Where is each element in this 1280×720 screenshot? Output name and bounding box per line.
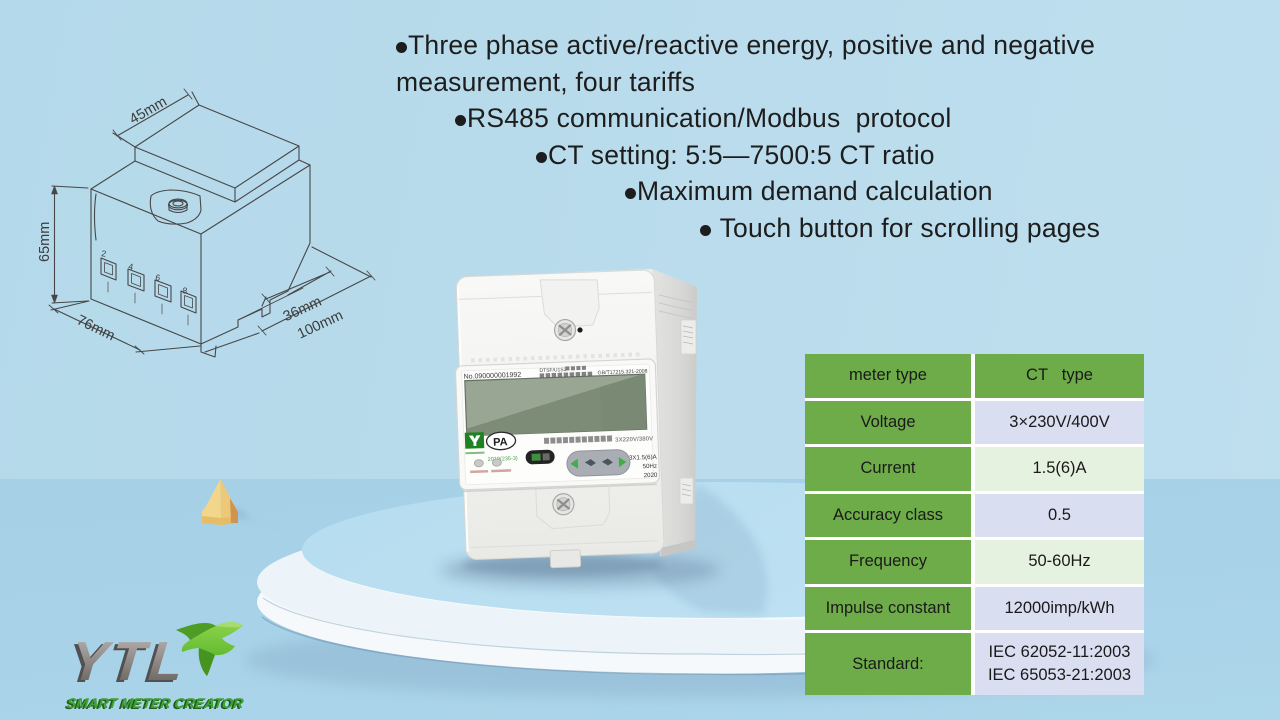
svg-text:4: 4 bbox=[128, 261, 135, 272]
svg-text:6: 6 bbox=[155, 272, 162, 283]
svg-text:PA: PA bbox=[493, 436, 508, 449]
svg-text:SMART METER CREATOR: SMART METER CREATOR bbox=[66, 696, 245, 712]
svg-text:GB/T17215.321-2008: GB/T17215.321-2008 bbox=[598, 369, 648, 377]
svg-text:65mm: 65mm bbox=[37, 222, 53, 262]
svg-text:2020: 2020 bbox=[644, 472, 659, 480]
svg-text:No.090000001992: No.090000001992 bbox=[464, 372, 522, 381]
svg-text:3X220V/380V: 3X220V/380V bbox=[615, 435, 654, 443]
svg-text:2019(235-3): 2019(235-3) bbox=[488, 456, 518, 463]
svg-text:YTL: YTL bbox=[64, 632, 186, 694]
svg-text:YTL: YTL bbox=[68, 630, 190, 692]
svg-text:3X1.5(6)A: 3X1.5(6)A bbox=[629, 454, 658, 462]
svg-text:8: 8 bbox=[182, 285, 189, 296]
svg-text:SMART METER CREATOR: SMART METER CREATOR bbox=[64, 697, 243, 713]
svg-text:2: 2 bbox=[101, 248, 108, 259]
svg-text:DTSF/U1S3: DTSF/U1S3 bbox=[539, 367, 566, 374]
svg-text:50Hz: 50Hz bbox=[642, 463, 657, 471]
